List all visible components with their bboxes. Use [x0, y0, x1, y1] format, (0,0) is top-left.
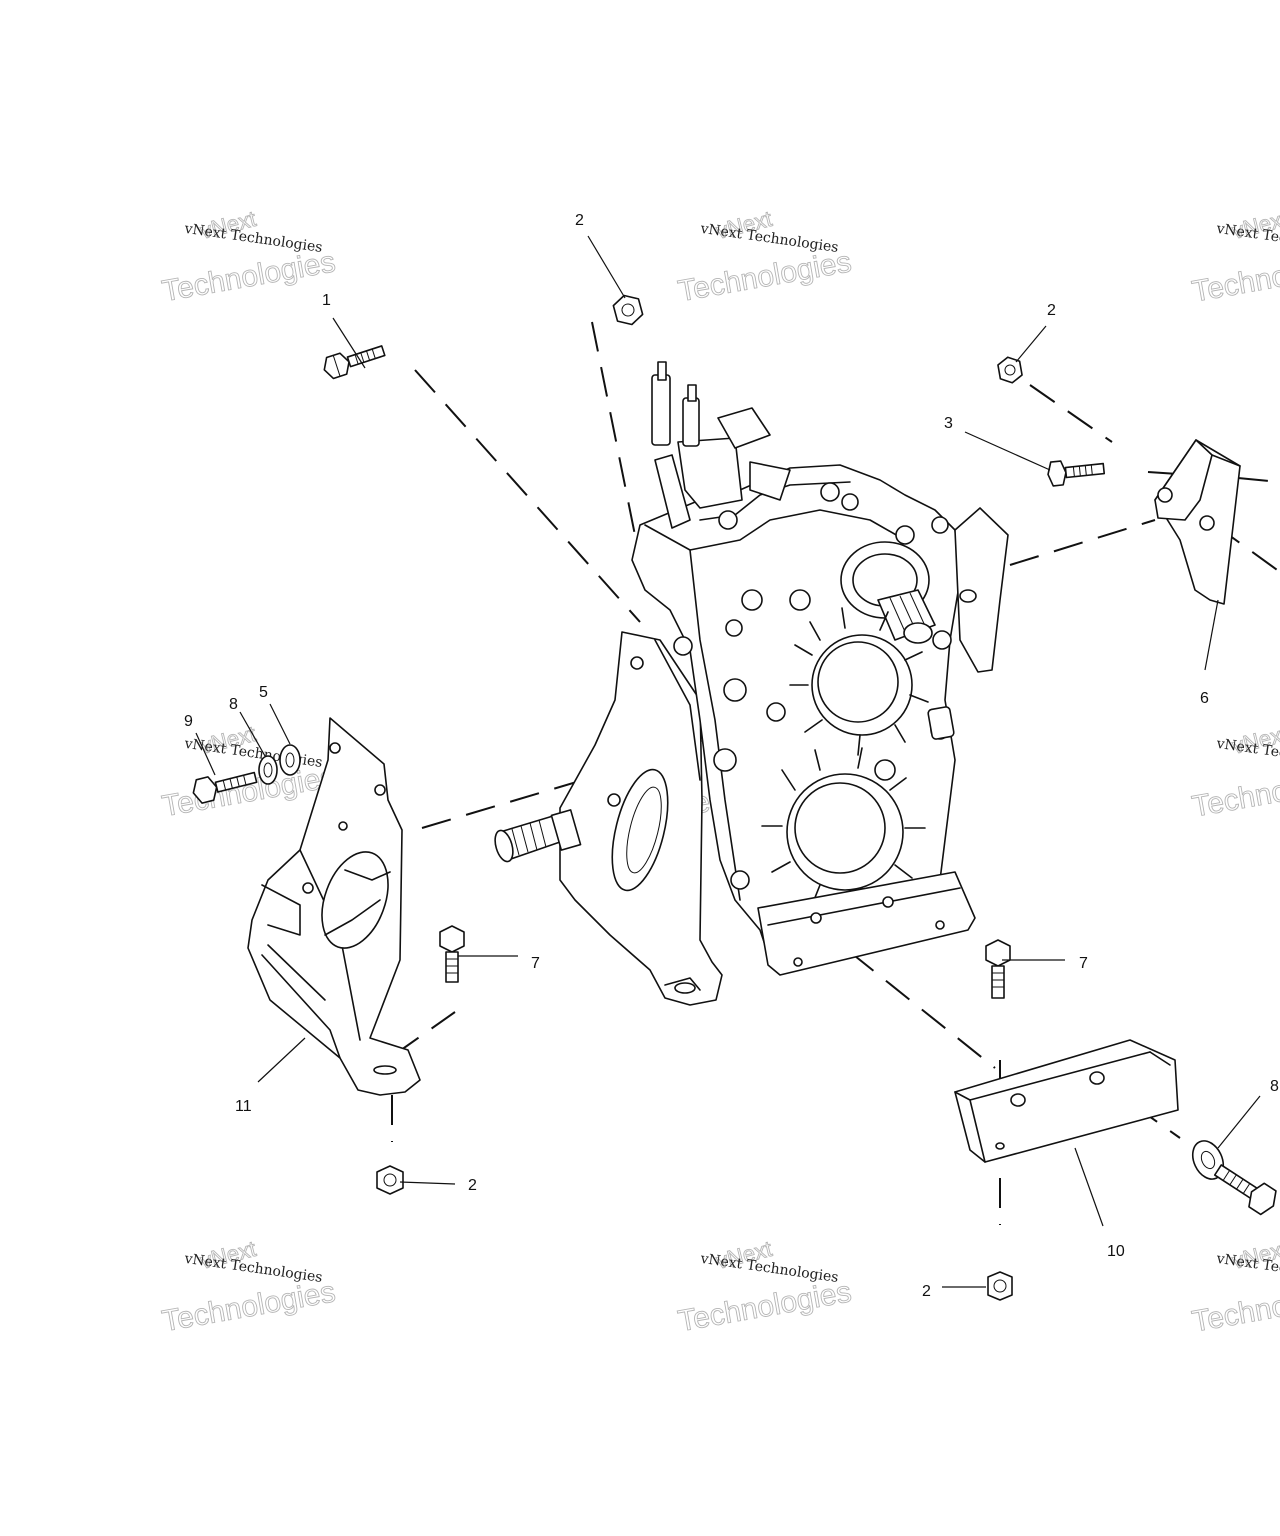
lower-gear-cover-icon — [761, 747, 926, 909]
callout-11: 11 — [235, 1098, 252, 1115]
watermark-top-left: vNext vNext Technologies Technologies — [159, 206, 338, 309]
part-7-bolt-left-icon — [439, 925, 465, 983]
part-8-washer-right-icon — [1191, 1140, 1225, 1180]
callout-labels: 1 2 2 3 6 5 8 9 7 7 11 2 10 2 8 — [184, 212, 1279, 1300]
part-3-bolt-icon — [1047, 460, 1106, 487]
callout-2-bottom-left: 2 — [468, 1177, 477, 1194]
callout-8-right: 8 — [1270, 1078, 1279, 1095]
svg-text:Technologies: Technologies — [1190, 246, 1280, 309]
part-2-nut-bottom-right-icon — [987, 1271, 1013, 1301]
part-6-bracket-icon — [1154, 439, 1241, 605]
callout-10: 10 — [1107, 1243, 1125, 1260]
callout-6: 6 — [1200, 690, 1209, 707]
svg-text:Technologies: Technologies — [160, 245, 338, 308]
part-11-bracket-icon — [247, 717, 421, 1096]
svg-text:Technologies: Technologies — [1190, 761, 1280, 824]
svg-text:Technologies: Technologies — [676, 245, 854, 308]
part-bolt-lower-right-icon — [1213, 1164, 1277, 1216]
part-2-nut-right-icon — [997, 356, 1023, 384]
part-2-nut-top-icon — [612, 294, 644, 326]
transmission-side-bracket — [954, 507, 1009, 673]
callout-7-left: 7 — [531, 955, 540, 972]
part-9-bolt-icon — [192, 771, 258, 804]
callout-2-top: 2 — [575, 212, 584, 229]
part-7-bolt-right-icon — [985, 939, 1011, 999]
transmission-lower-bracket — [757, 871, 976, 976]
watermark-middle-right: vNext vNext Technologies Technologies — [1189, 721, 1280, 824]
callout-5: 5 — [259, 684, 268, 701]
callout-2-bottom-right: 2 — [922, 1283, 931, 1300]
part-2-nut-bottom-left-icon — [376, 1165, 404, 1195]
callout-9: 9 — [184, 713, 193, 730]
callout-leaders — [195, 235, 1261, 1288]
part-8-lock-washer-left-icon — [258, 755, 278, 785]
watermark-top-right: vNext vNext Technologies Technologies — [1189, 206, 1280, 309]
part-1-bolt-icon — [323, 345, 386, 380]
watermark-bottom-center: vNext vNext Technologies Technologies — [675, 1236, 854, 1339]
callout-8-left: 8 — [229, 696, 238, 713]
callout-2-right: 2 — [1047, 302, 1056, 319]
upper-gear-cover-icon — [789, 607, 929, 756]
callout-3: 3 — [944, 415, 953, 432]
watermark-top-center: vNext vNext Technologies Technologies — [675, 206, 854, 309]
sensor-switch-icon — [651, 361, 791, 529]
watermark-middle-left: vNext vNext Technologies Technologies — [159, 721, 338, 824]
transmission-assembly — [494, 361, 1009, 1006]
watermark-bottom-right: vNext vNext Technologies Technologies — [1189, 1236, 1280, 1339]
svg-text:Technologies: Technologies — [676, 1275, 854, 1338]
svg-text:Technologies: Technologies — [160, 1275, 338, 1338]
output-shaft-icon — [840, 541, 936, 644]
part-5-washer-icon — [279, 744, 301, 776]
part-10-bracket-icon — [954, 1039, 1179, 1163]
input-shaft-icon — [494, 809, 582, 863]
svg-text:Technologies: Technologies — [1190, 1276, 1280, 1339]
watermark-bottom-left: vNext vNext Technologies Technologies — [159, 1236, 338, 1339]
housing-bolt-heads — [673, 482, 952, 890]
callout-7-right: 7 — [1079, 955, 1088, 972]
callout-1: 1 — [322, 292, 331, 309]
